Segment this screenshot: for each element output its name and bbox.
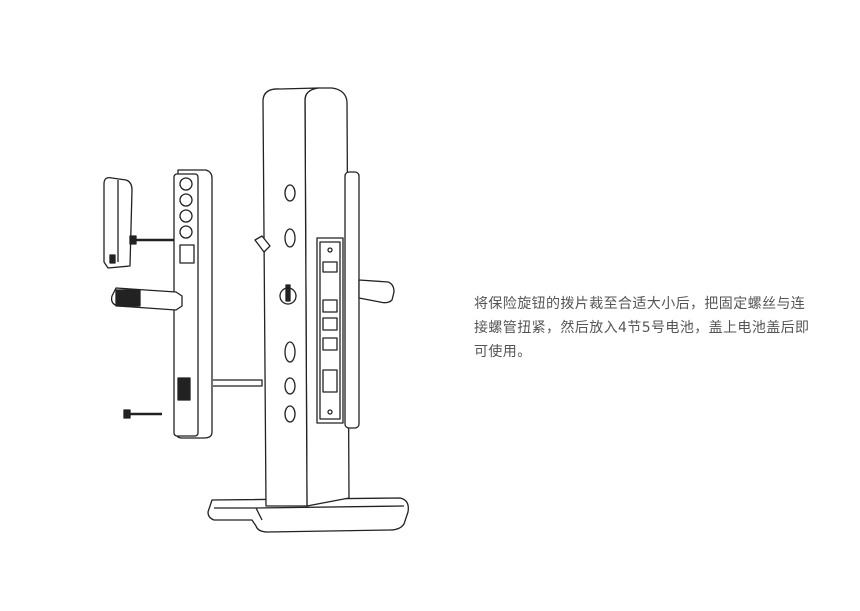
safety-knob-tab — [254, 235, 271, 253]
door-base — [207, 497, 409, 533]
battery-cover — [103, 176, 133, 269]
mortise-lock-body — [316, 237, 344, 424]
mounting-screw-top — [129, 235, 174, 245]
instruction-text: 将保险旋钮的拨片裁至合适大小后，把固定螺丝与连 接螺管扭紧，然后放入4节5号电池… — [474, 292, 824, 364]
rear-lock-panel — [344, 171, 395, 429]
lever-grip — [115, 289, 141, 307]
instruction-line: 将保险旋钮的拨片裁至合适大小后，把固定螺丝与连 — [474, 296, 806, 312]
mounting-screw-bottom — [123, 409, 162, 419]
instruction-line: 接螺管扭紧，然后放入4节5号电池，盖上电池盖后即 — [474, 320, 810, 336]
instruction-line: 可使用。 — [474, 344, 532, 360]
connecting-rod — [213, 379, 263, 387]
